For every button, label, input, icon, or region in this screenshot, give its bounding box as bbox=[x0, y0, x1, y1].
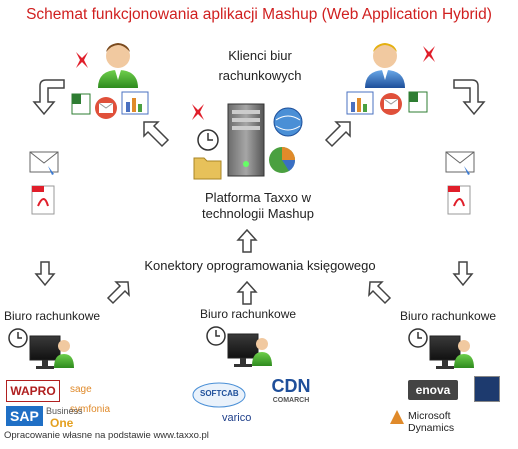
microsoft-dynamics-text: Microsoft Dynamics bbox=[408, 410, 455, 434]
sage-logo: sage symfonia bbox=[70, 380, 128, 415]
softcab-mark-icon bbox=[192, 382, 246, 408]
office-left-label: Biuro rachunkowe bbox=[4, 309, 101, 323]
mail-icon bbox=[95, 97, 117, 119]
red-x-icon bbox=[423, 46, 435, 62]
person-green-icon bbox=[98, 43, 138, 88]
comarch-logo-text: COMARCH bbox=[272, 397, 310, 404]
enova-logo: enova bbox=[408, 380, 458, 400]
sage-logo-text: sage symfonia bbox=[70, 384, 111, 415]
email-icon bbox=[29, 151, 59, 175]
arrow-up-left-icon bbox=[143, 121, 170, 148]
person-green-icon bbox=[252, 338, 272, 366]
arrow-up-icon bbox=[236, 280, 258, 305]
sap-one-text: One bbox=[50, 416, 74, 430]
clients-label-line1: Klienci biur bbox=[228, 48, 292, 63]
computer-icon bbox=[29, 335, 61, 369]
wapro-logo: WAPRO bbox=[6, 380, 60, 402]
softcab-logo-text: SOFTCAB bbox=[200, 389, 239, 398]
microsoft-dynamics-logo: Microsoft Dynamics bbox=[388, 406, 496, 434]
connectors-label: Konektory oprogramowania księgowego bbox=[144, 258, 376, 273]
platform-label-line1: Platforma Taxxo w bbox=[205, 190, 311, 205]
client-right-group bbox=[346, 43, 435, 115]
pie-chart-icon bbox=[269, 147, 296, 173]
person-green-icon bbox=[54, 340, 74, 368]
softcab-logo: SOFTCAB bbox=[190, 380, 248, 410]
documents-left-group bbox=[29, 151, 59, 215]
chart-icon bbox=[121, 91, 149, 115]
curved-arrow-left-icon bbox=[32, 79, 65, 116]
clients-label: Klienci biur rachunkowych bbox=[195, 48, 325, 84]
office-center-workstation bbox=[206, 326, 272, 367]
cdn-comarch-logo: CDN COMARCH bbox=[262, 376, 320, 410]
pdf-icon bbox=[447, 185, 471, 215]
platform-server-group bbox=[192, 103, 303, 180]
office-right-label: Biuro rachunkowe bbox=[400, 309, 497, 323]
red-x-icon bbox=[192, 104, 204, 120]
arrow-up-icon bbox=[236, 228, 258, 253]
arrow-up-right-icon bbox=[106, 281, 130, 305]
platform-label-line2: technologii Mashup bbox=[201, 206, 315, 221]
varico-logo-text: varico bbox=[222, 412, 252, 424]
footer-note: Opracowanie własne na podstawie www.taxx… bbox=[4, 430, 209, 441]
wapro-logo-text: WAPRO bbox=[10, 384, 56, 398]
documents-right-group bbox=[445, 151, 475, 215]
clock-icon bbox=[197, 129, 219, 151]
person-green-icon bbox=[454, 340, 474, 368]
computer-icon bbox=[429, 335, 461, 369]
platform-label: Platforma Taxxo w technologii Mashup bbox=[180, 190, 336, 222]
folder-icon bbox=[193, 157, 222, 180]
arrow-up-left-icon bbox=[368, 281, 392, 305]
diagram-title: Schemat funkcjonowania aplikacji Mashup … bbox=[26, 6, 492, 23]
curved-arrow-right-icon bbox=[453, 79, 486, 116]
client-left-group bbox=[71, 43, 149, 119]
clock-icon bbox=[8, 328, 28, 348]
enova-logo-text: enova bbox=[415, 383, 451, 397]
excel-icon bbox=[408, 91, 428, 113]
globe-icon bbox=[273, 107, 303, 137]
server-icon bbox=[227, 103, 265, 177]
clock-icon bbox=[408, 328, 428, 348]
excel-icon bbox=[71, 93, 91, 115]
sap-logo-text: SAP bbox=[6, 406, 43, 426]
sap-business-one-logo: SAP Business One bbox=[6, 406, 86, 430]
clients-label-line2: rachunkowych bbox=[218, 68, 302, 83]
cdn-logo-text: CDN bbox=[271, 376, 311, 396]
clock-icon bbox=[206, 326, 226, 346]
box-product-icon bbox=[474, 376, 500, 402]
office-left-workstation bbox=[8, 328, 74, 369]
red-x-icon bbox=[76, 52, 88, 68]
arrow-down-icon bbox=[452, 261, 474, 287]
pdf-icon bbox=[31, 185, 55, 215]
sap-business-text: Business bbox=[46, 406, 83, 416]
mail-icon bbox=[380, 93, 402, 115]
arrow-up-right-icon bbox=[324, 121, 351, 148]
person-blue-icon bbox=[365, 43, 405, 88]
microsoft-dynamics-icon bbox=[390, 410, 404, 424]
varico-logo: varico bbox=[222, 408, 276, 428]
office-right-workstation bbox=[408, 328, 474, 369]
office-center-label: Biuro rachunkowe bbox=[200, 307, 297, 321]
chart-icon bbox=[346, 91, 374, 115]
arrow-down-icon bbox=[34, 261, 56, 287]
email-icon bbox=[445, 151, 475, 175]
